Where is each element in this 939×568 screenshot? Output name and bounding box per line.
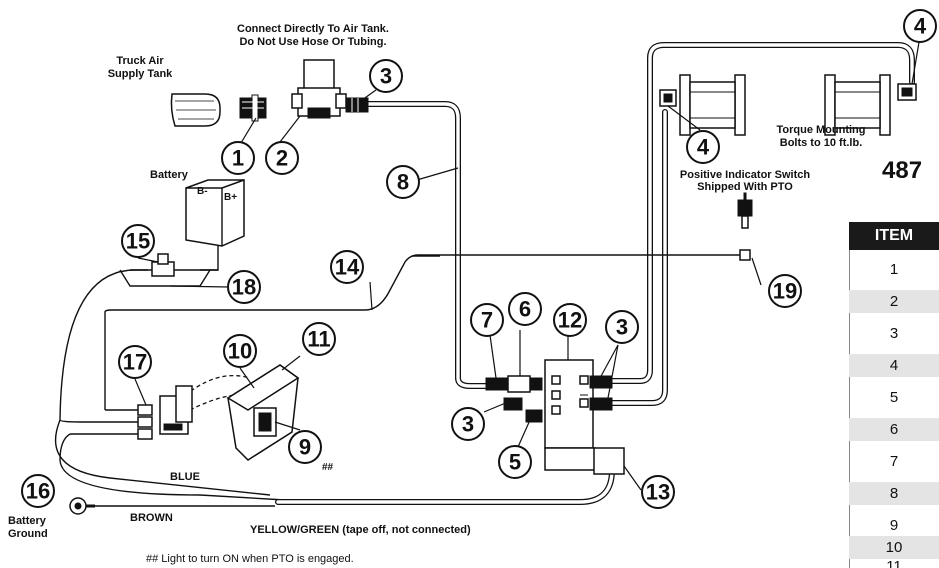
fuse-holder-15 — [151, 253, 175, 277]
callouts: 1 2 3 4 4 8 14 15 18 19 17 10 11 9 7 6 1… — [21, 9, 937, 509]
footnote: ## Light to turn ON when PTO is engaged. — [146, 553, 354, 565]
text-labels: Connect Directly To Air Tank. Do Not Use… — [8, 23, 922, 565]
fitting-1 — [239, 94, 267, 122]
svg-text:5: 5 — [509, 450, 521, 475]
table-row: 3 — [889, 325, 899, 342]
callout-8: 8 — [386, 165, 420, 199]
svg-text:10: 10 — [228, 339, 252, 364]
svg-text:B-: B- — [197, 186, 208, 197]
svg-text:3: 3 — [616, 315, 628, 340]
svg-text:B+: B+ — [224, 192, 237, 203]
svg-text:2: 2 — [276, 146, 288, 171]
svg-text:16: 16 — [26, 479, 50, 504]
callout-2: 2 — [265, 141, 299, 175]
svg-text:3: 3 — [380, 64, 392, 89]
indicator-label-line2: Shipped With PTO — [697, 181, 793, 193]
torque-label-line1: Torque Mounting — [777, 124, 866, 136]
callout-10: 10 — [223, 334, 257, 368]
svg-text:4: 4 — [697, 135, 710, 160]
part-number: 487 — [882, 157, 922, 184]
battery-ground-ring — [69, 497, 95, 515]
table-border — [849, 250, 939, 568]
manifold-fittings — [485, 375, 613, 423]
svg-text:9: 9 — [299, 435, 311, 460]
svg-text:19: 19 — [773, 279, 797, 304]
svg-text:11: 11 — [307, 327, 330, 352]
table-row: 1 — [889, 261, 899, 278]
svg-text:17: 17 — [123, 350, 147, 375]
callout-3-right: 3 — [605, 310, 639, 344]
callout-15: 15 — [121, 224, 155, 258]
fitting-3-top — [345, 97, 369, 113]
callout-7: 7 — [470, 303, 504, 337]
callout-4-mid: 4 — [686, 130, 720, 164]
svg-text:7: 7 — [481, 308, 493, 333]
connector-13 — [593, 447, 625, 475]
manifold-12 — [544, 359, 596, 471]
callout-3-top: 3 — [369, 59, 403, 93]
table-row: 8 — [849, 482, 939, 505]
truck-air-supply-tank — [170, 93, 221, 127]
svg-text:6: 6 — [519, 297, 531, 322]
svg-text:15: 15 — [126, 229, 150, 254]
svg-text:3: 3 — [462, 412, 474, 437]
callout-16: 16 — [21, 474, 55, 508]
table-row: 5 — [889, 389, 899, 406]
connect-note-line2: Do Not Use Hose Or Tubing. — [239, 36, 386, 48]
air-valve-2 — [291, 59, 347, 119]
battery-label: Battery — [150, 169, 189, 181]
table-row: 11 — [886, 558, 902, 568]
svg-text:8: 8 — [397, 170, 409, 195]
connect-note-line1: Connect Directly To Air Tank. — [237, 23, 389, 35]
table-header: ITEM — [849, 222, 939, 250]
table-row: 7 — [889, 453, 899, 470]
table-row: 9 — [889, 517, 899, 534]
callout-9: 9 — [288, 430, 322, 464]
table-row: 10 — [849, 536, 939, 559]
brown-wire-label: BROWN — [130, 512, 173, 524]
indicator-label-line1: Positive Indicator Switch — [680, 169, 810, 181]
battery-ground-line2: Ground — [8, 528, 48, 540]
svg-text:13: 13 — [646, 480, 670, 505]
callout-13: 13 — [641, 475, 675, 509]
switch-body — [159, 385, 193, 435]
battery: B- B+ — [185, 179, 245, 247]
callout-6: 6 — [508, 292, 542, 326]
hash-mark: ## — [322, 462, 334, 473]
yellow-green-label: YELLOW/GREEN (tape off, not connected) — [250, 524, 471, 536]
callout-1: 1 — [221, 141, 255, 175]
svg-text:14: 14 — [335, 255, 360, 280]
indicator-switch — [737, 192, 753, 261]
truck-air-label-line1: Truck Air — [116, 55, 164, 67]
air-tubing — [365, 42, 915, 406]
svg-text:18: 18 — [232, 275, 256, 300]
pto-cylinder-left — [659, 74, 746, 136]
callout-12: 12 — [553, 303, 587, 337]
battery-ground-line1: Battery — [8, 515, 47, 527]
svg-text:12: 12 — [558, 308, 582, 333]
callout-11: 11 — [302, 322, 336, 356]
callout-18: 18 — [227, 270, 261, 304]
truck-air-label-line2: Supply Tank — [108, 68, 173, 80]
svg-text:1: 1 — [232, 146, 244, 171]
blue-wire-label: BLUE — [170, 471, 200, 483]
table-row: 2 — [849, 290, 939, 313]
wiring — [55, 235, 745, 507]
svg-text:4: 4 — [914, 14, 927, 39]
table-row: 6 — [849, 418, 939, 441]
table-row: 4 — [849, 354, 939, 377]
connectors-17 — [137, 404, 153, 440]
callout-19: 19 — [768, 274, 802, 308]
callout-14: 14 — [330, 250, 364, 284]
mounting-bracket-11 — [226, 364, 300, 461]
torque-label-line2: Bolts to 10 ft.lb. — [780, 137, 863, 149]
callout-5: 5 — [498, 445, 532, 479]
callout-17: 17 — [118, 345, 152, 379]
callout-4-top: 4 — [903, 9, 937, 43]
pto-cylinder-right — [824, 74, 917, 136]
callout-3-left: 3 — [451, 407, 485, 441]
